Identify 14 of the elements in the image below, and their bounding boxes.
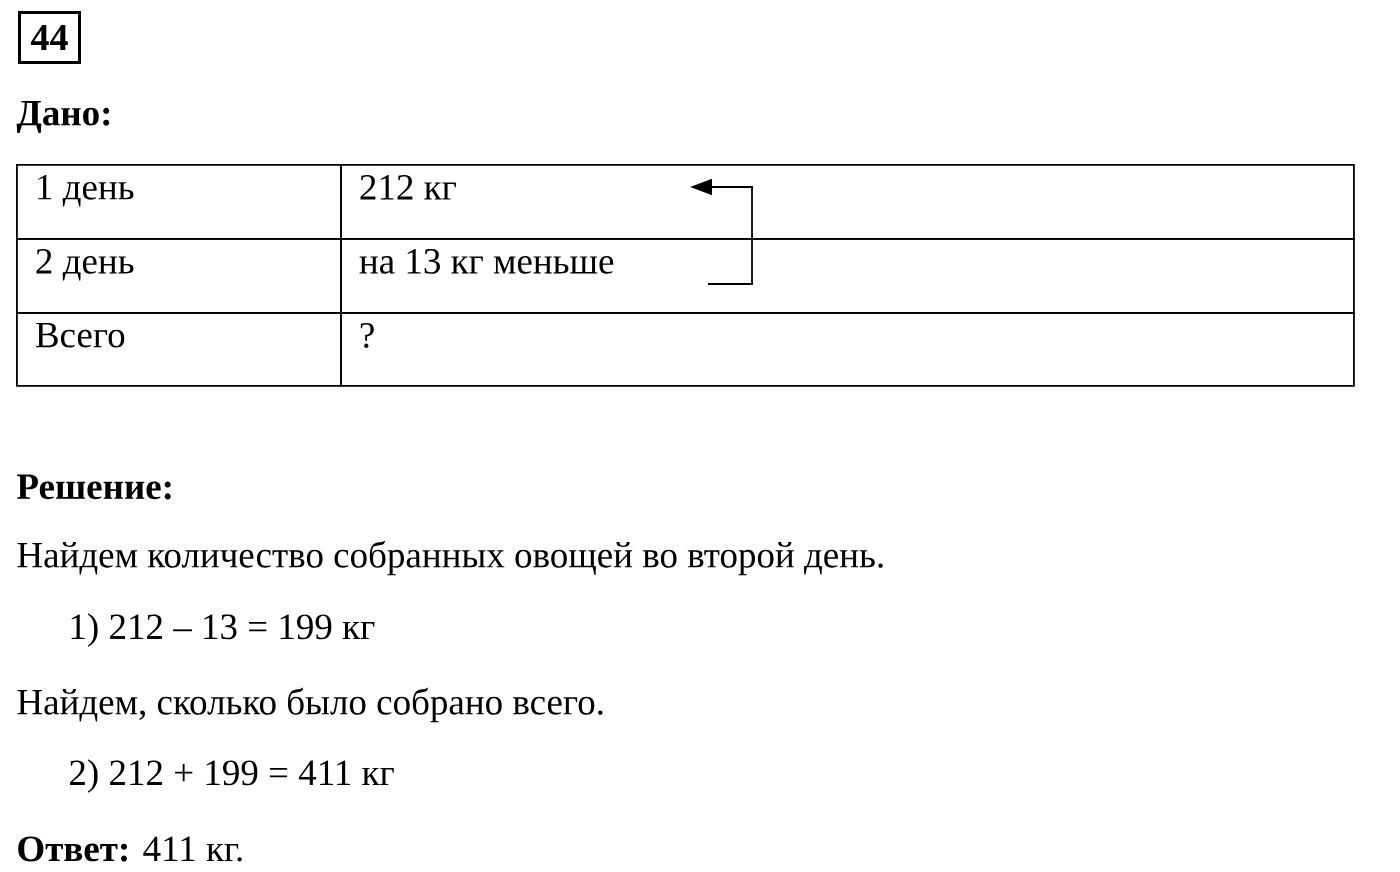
equation: 1) 212 – 13 = 199 кг	[71, 613, 375, 647]
number-box: 44	[18, 11, 81, 64]
sentence: Ответ: 411 кг.	[18, 836, 242, 862]
sentence: Найдем, сколько было собрано всего.	[17, 687, 603, 723]
table-cell: 1 день	[16, 164, 342, 240]
sentence: Найдем количество собранных овощей во второй день.	[17, 540, 883, 576]
table-cell: 212 кг	[340, 164, 1355, 240]
table-cell: 2 день	[16, 238, 342, 314]
section-heading: Решение:	[17, 474, 171, 500]
table-cell: на 13 кг меньше	[340, 238, 1355, 314]
equation: 2) 212 + 199 = 411 кг	[70, 759, 394, 793]
table-cell: ?	[340, 312, 1355, 387]
section-heading: Дано:	[16, 100, 110, 134]
table-cell: Всего	[16, 312, 342, 387]
